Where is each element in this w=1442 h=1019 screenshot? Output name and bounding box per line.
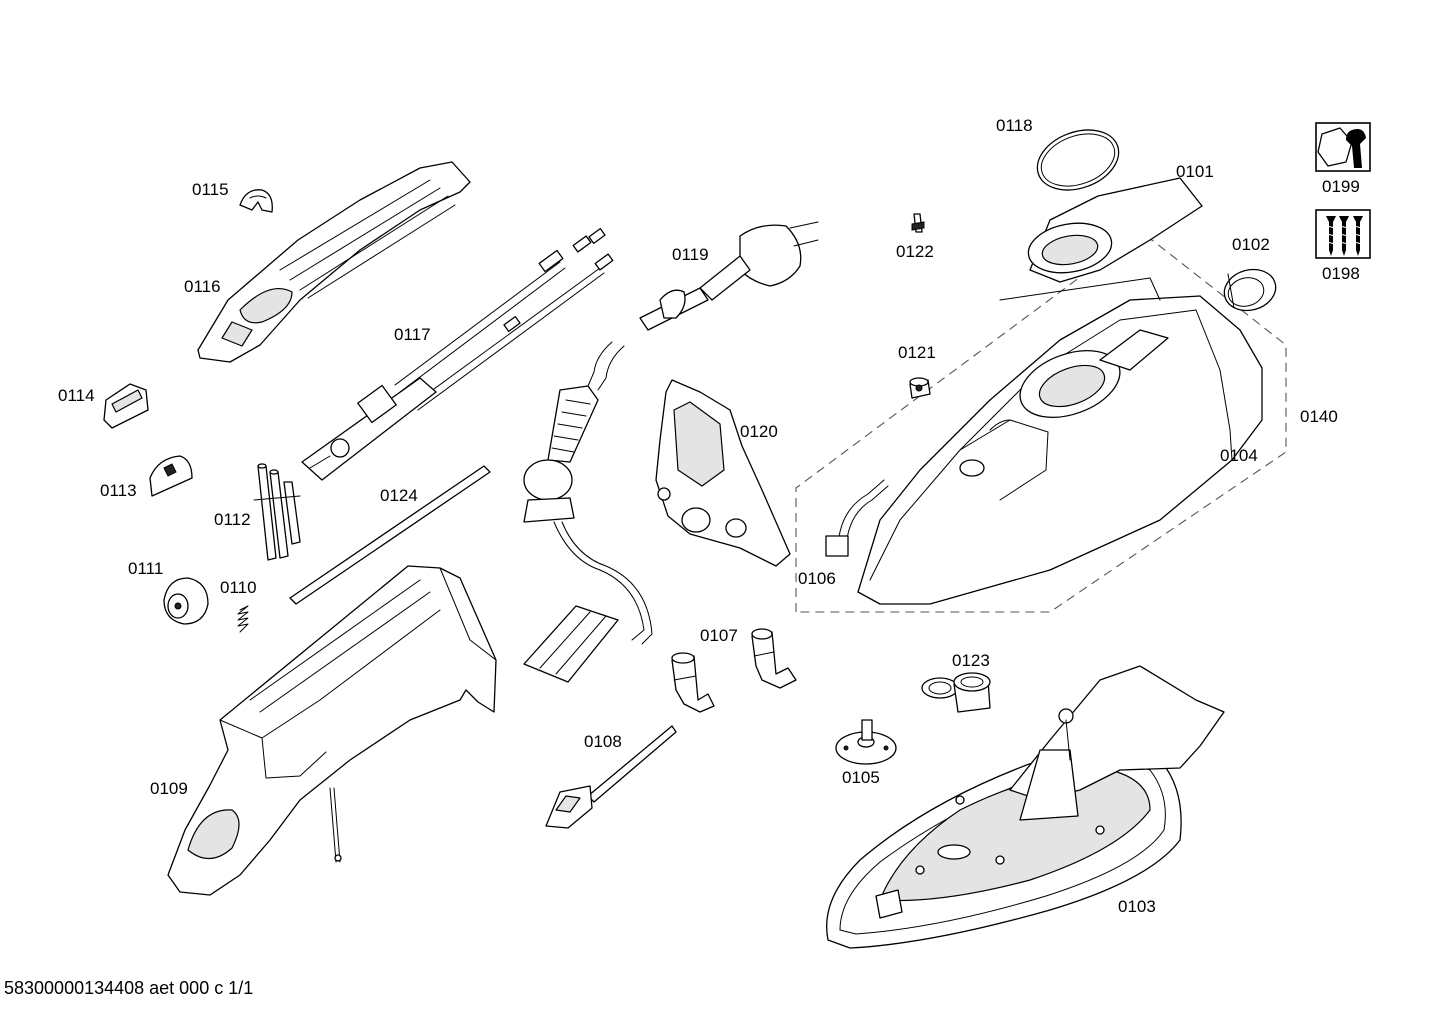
part-0115 [239, 189, 273, 213]
label-0115: 0115 [192, 180, 229, 199]
label-0104: 0104 [1220, 446, 1258, 465]
part-0112 [253, 463, 301, 561]
label-0103: 0103 [1118, 897, 1156, 916]
label-0199: 0199 [1322, 177, 1360, 196]
part-0110 [237, 605, 249, 633]
label-0114: 0114 [58, 386, 95, 405]
assembly-outline-0140 [795, 239, 1287, 613]
part-0114 [103, 383, 149, 429]
part-0107 [671, 628, 797, 713]
label-0119: 0119 [672, 245, 709, 264]
part-0121 [909, 377, 931, 399]
part-0101 [1027, 177, 1203, 283]
label-0113: 0113 [100, 481, 137, 500]
label-0106: 0106 [798, 569, 836, 588]
part-0122 [911, 213, 925, 233]
label-0105: 0105 [842, 768, 880, 787]
label-0109: 0109 [150, 779, 188, 798]
label-0112: 0112 [214, 510, 251, 529]
part-0116 [197, 161, 471, 363]
label-0101: 0101 [1176, 162, 1214, 181]
wrench-nut-icon [1315, 122, 1371, 172]
part-0109 [167, 565, 497, 896]
document-id-footer: 58300000134408 aet 000 c 1/1 [4, 978, 254, 998]
label-0118: 0118 [996, 116, 1033, 135]
label-0198: 0198 [1322, 264, 1360, 283]
part-0118 [1036, 129, 1120, 191]
label-0124: 0124 [380, 486, 418, 505]
label-0121: 0121 [898, 343, 936, 362]
part-0123 [921, 672, 991, 713]
part-0105 [835, 719, 897, 765]
label-0110: 0110 [220, 578, 257, 597]
part-0104 [857, 277, 1263, 605]
part-0119 [523, 221, 819, 683]
label-0140: 0140 [1300, 407, 1338, 426]
label-0122: 0122 [896, 242, 934, 261]
label-0117: 0117 [394, 325, 431, 344]
part-0108 [545, 725, 677, 829]
part-0124 [289, 465, 491, 605]
label-0116: 0116 [184, 277, 221, 296]
label-0108: 0108 [584, 732, 622, 751]
label-0111: 0111 [128, 559, 163, 578]
label-0123: 0123 [952, 651, 990, 670]
part-0113 [149, 455, 193, 497]
screws-icon [1315, 209, 1371, 259]
part-0111 [163, 577, 209, 625]
label-0107: 0107 [700, 626, 738, 645]
part-0120 [655, 379, 791, 567]
label-0120: 0120 [740, 422, 778, 441]
part-0103 [826, 665, 1225, 949]
part-0117 [301, 227, 614, 481]
part-0106 [825, 479, 889, 557]
part-0102 [1223, 268, 1277, 312]
label-0102: 0102 [1232, 235, 1270, 254]
